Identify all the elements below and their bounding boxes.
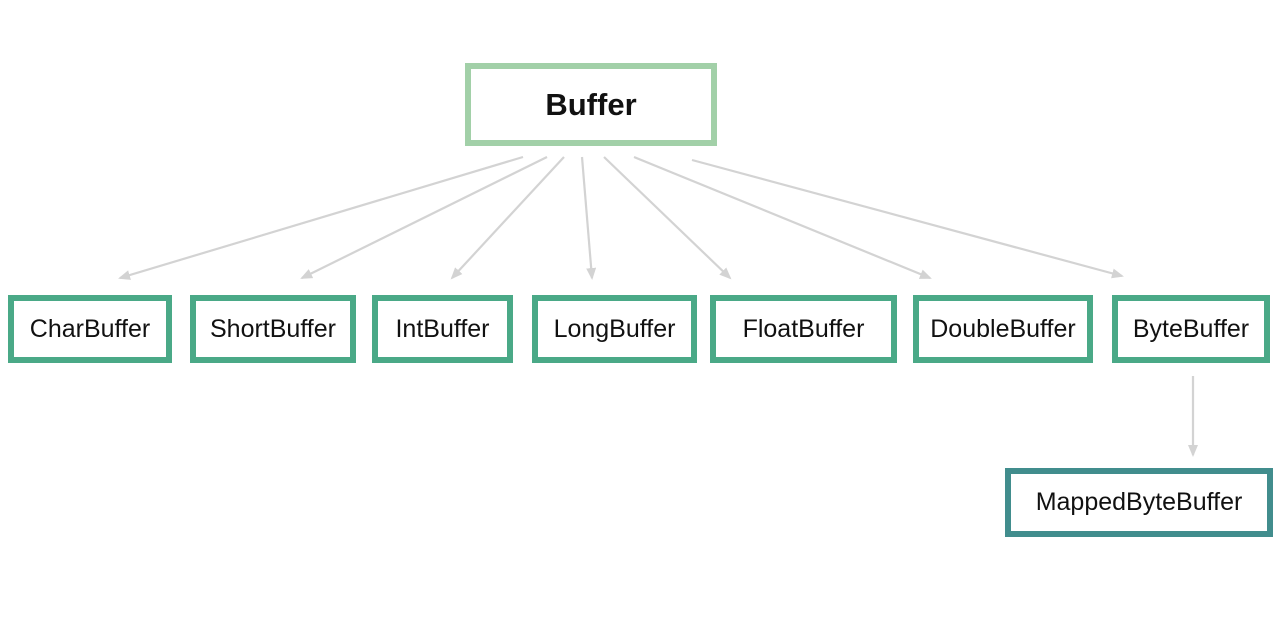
node-shortbuffer: ShortBuffer — [190, 295, 356, 363]
arrow-buffer-to-bytebuffer — [691, 158, 1124, 279]
node-intbuffer-label: IntBuffer — [395, 314, 490, 343]
node-mappedbytebuffer-label: MappedByteBuffer — [1035, 488, 1243, 516]
arrow-buffer-to-longbuffer — [580, 156, 597, 280]
node-longbuffer: LongBuffer — [532, 295, 697, 363]
node-charbuffer: CharBuffer — [8, 295, 172, 363]
node-floatbuffer: FloatBuffer — [710, 295, 897, 363]
node-shortbuffer-label: ShortBuffer — [209, 314, 336, 343]
node-mappedbytebuffer: MappedByteBuffer — [1005, 468, 1273, 537]
arrow-buffer-to-doublebuffer — [633, 155, 932, 280]
node-bytebuffer-label: ByteBuffer — [1132, 314, 1250, 343]
node-buffer-label: Buffer — [545, 86, 637, 122]
node-buffer: Buffer — [465, 63, 717, 146]
node-intbuffer: IntBuffer — [372, 295, 513, 363]
node-charbuffer-label: CharBuffer — [29, 314, 151, 343]
arrow-buffer-to-intbuffer — [450, 156, 565, 280]
node-floatbuffer-label: FloatBuffer — [742, 314, 865, 343]
node-doublebuffer: DoubleBuffer — [913, 295, 1093, 363]
node-longbuffer-label: LongBuffer — [553, 314, 676, 343]
arrow-buffer-to-shortbuffer — [300, 156, 548, 279]
arrow-buffer-to-floatbuffer — [603, 156, 732, 280]
arrow-buffer-to-charbuffer — [118, 155, 524, 280]
node-bytebuffer: ByteBuffer — [1112, 295, 1270, 363]
node-doublebuffer-label: DoubleBuffer — [930, 314, 1076, 343]
